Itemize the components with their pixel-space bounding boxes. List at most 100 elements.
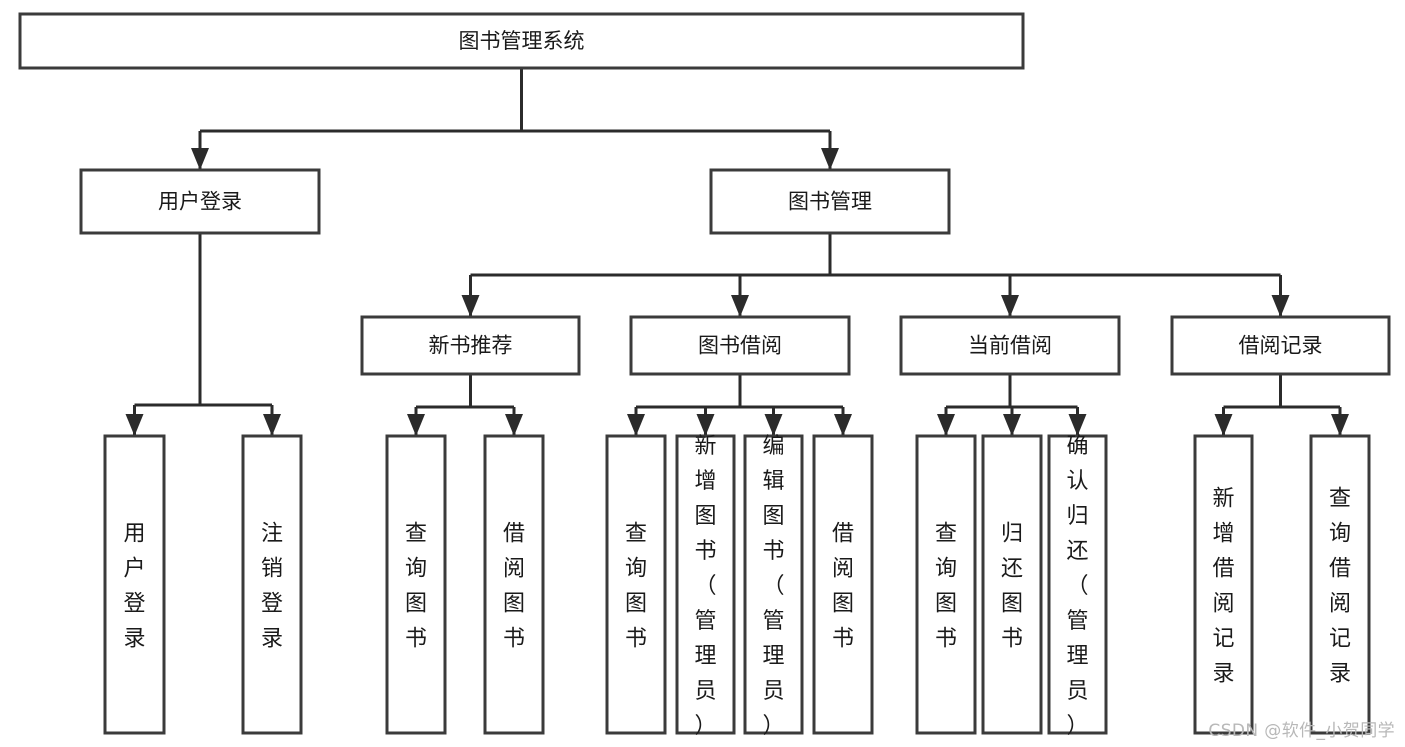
node-label-leaf-add-book-admin-char-2: 图 xyxy=(694,504,716,529)
node-user-login[interactable]: 用户登录 xyxy=(79,168,321,235)
node-label-leaf-query-book-current-char-2: 图 xyxy=(935,592,957,617)
node-label-leaf-logout-char-1: 销 xyxy=(261,557,283,582)
node-label-leaf-borrow-book-char-0: 借 xyxy=(832,522,854,547)
node-label-leaf-query-book-recommend-char-3: 书 xyxy=(405,627,427,652)
node-label-leaf-add-book-admin-char-8: ） xyxy=(694,714,716,739)
node-label-leaf-add-book-admin-char-5: 管 xyxy=(694,609,716,634)
node-label-leaf-confirm-return-admin-char-6: 理 xyxy=(1066,644,1088,669)
node-box-borrow-record[interactable] xyxy=(1170,315,1391,376)
node-label-book-borrow: 图书借阅 xyxy=(698,334,782,358)
node-current-borrow[interactable]: 当前借阅 xyxy=(899,315,1121,376)
node-label-current-borrow: 当前借阅 xyxy=(968,334,1052,358)
node-box-leaf-query-book-current[interactable] xyxy=(915,434,977,735)
node-label-leaf-query-borrow-record-char-4: 记 xyxy=(1329,627,1351,652)
arrow-head-icon-current-borrow xyxy=(1001,295,1019,317)
node-label-leaf-query-book-borrow-char-2: 图 xyxy=(625,592,647,617)
arrow-head-icon-leaf-logout xyxy=(263,414,281,436)
node-label-leaf-edit-book-admin-char-5: 管 xyxy=(762,609,784,634)
node-box-current-borrow[interactable] xyxy=(899,315,1121,376)
node-label-leaf-confirm-return-admin-char-7: 员 xyxy=(1066,679,1088,704)
node-label-leaf-query-book-borrow-char-3: 书 xyxy=(625,627,647,652)
node-label-leaf-borrow-book-recommend-char-2: 图 xyxy=(503,592,525,617)
node-label-leaf-edit-book-admin-char-7: 员 xyxy=(762,679,784,704)
node-label-leaf-user-login-char-0: 用 xyxy=(123,522,145,547)
node-label-leaf-add-borrow-record-char-5: 录 xyxy=(1212,662,1234,687)
node-box-leaf-user-login[interactable] xyxy=(103,434,166,735)
node-label-leaf-confirm-return-admin-char-2: 归 xyxy=(1066,504,1088,529)
node-book-management[interactable]: 图书管理 xyxy=(709,168,951,235)
node-box-leaf-confirm-return-admin[interactable] xyxy=(1047,434,1108,735)
node-label-leaf-borrow-book-recommend-char-1: 阅 xyxy=(503,557,525,582)
node-label-leaf-add-book-admin-char-1: 增 xyxy=(694,469,716,494)
node-label-leaf-logout-char-3: 录 xyxy=(261,627,283,652)
node-label-leaf-add-borrow-record-char-0: 新 xyxy=(1212,487,1234,512)
arrow-head-icon-leaf-borrow-book-recommend xyxy=(505,414,523,436)
node-box-book-management[interactable] xyxy=(709,168,951,235)
node-label-new-book-recommend: 新书推荐 xyxy=(429,334,513,358)
arrow-head-icon-leaf-query-book-current xyxy=(937,414,955,436)
node-box-leaf-add-book-admin[interactable] xyxy=(675,434,736,735)
node-book-borrow[interactable]: 图书借阅 xyxy=(629,315,851,376)
node-box-user-login[interactable] xyxy=(79,168,321,235)
node-label-leaf-edit-book-admin-char-4: （ xyxy=(762,574,784,599)
arrow-head-icon-book-management xyxy=(821,148,839,170)
node-label-leaf-return-book-char-1: 还 xyxy=(1001,557,1023,582)
node-label-leaf-edit-book-admin-char-1: 辑 xyxy=(762,469,784,494)
node-new-book-recommend[interactable]: 新书推荐 xyxy=(360,315,581,376)
arrow-head-icon-book-borrow xyxy=(731,295,749,317)
node-box-leaf-query-book-borrow[interactable] xyxy=(605,434,667,735)
node-box-new-book-recommend[interactable] xyxy=(360,315,581,376)
node-label-leaf-return-book-char-0: 归 xyxy=(1001,522,1023,547)
node-label-leaf-edit-book-admin-char-8: ） xyxy=(762,714,784,739)
node-layer: 图书管理系统用户登录图书管理新书推荐图书借阅当前借阅借阅记录用户登录注销登录查询… xyxy=(18,12,1391,739)
node-box-leaf-borrow-book[interactable] xyxy=(812,434,874,735)
node-box-root[interactable] xyxy=(18,12,1025,70)
node-box-leaf-borrow-book-recommend[interactable] xyxy=(483,434,545,735)
node-label-leaf-query-borrow-record-char-0: 查 xyxy=(1329,487,1351,512)
node-box-leaf-query-book-recommend[interactable] xyxy=(385,434,447,735)
node-label-leaf-query-borrow-record-char-2: 借 xyxy=(1329,557,1351,582)
arrow-head-icon-leaf-add-book-admin xyxy=(696,414,715,436)
node-label-leaf-borrow-book-recommend-char-0: 借 xyxy=(503,522,525,547)
node-box-leaf-add-borrow-record[interactable] xyxy=(1193,434,1254,735)
node-label-leaf-edit-book-admin-char-3: 书 xyxy=(762,539,784,564)
node-label-leaf-confirm-return-admin-char-5: 管 xyxy=(1066,609,1088,634)
node-label-leaf-query-book-current-char-0: 查 xyxy=(935,522,957,547)
arrow-head-icon-leaf-edit-book-admin xyxy=(764,414,783,436)
node-root[interactable]: 图书管理系统 xyxy=(18,12,1025,70)
node-label-leaf-add-book-admin-char-4: （ xyxy=(694,574,716,599)
node-box-leaf-return-book[interactable] xyxy=(981,434,1043,735)
node-box-leaf-query-borrow-record[interactable] xyxy=(1309,434,1371,735)
arrow-head-icon-leaf-confirm-return-admin xyxy=(1068,414,1087,436)
node-label-leaf-add-book-admin-char-3: 书 xyxy=(694,539,716,564)
node-box-book-borrow[interactable] xyxy=(629,315,851,376)
arrow-head-icon-leaf-add-borrow-record xyxy=(1214,414,1233,436)
node-box-leaf-edit-book-admin[interactable] xyxy=(743,434,804,735)
node-label-book-management: 图书管理 xyxy=(788,190,872,214)
node-borrow-record[interactable]: 借阅记录 xyxy=(1170,315,1391,376)
arrow-head-icon-leaf-query-book-borrow xyxy=(627,414,645,436)
node-box-leaf-logout[interactable] xyxy=(241,434,303,735)
node-label-leaf-add-borrow-record-char-4: 记 xyxy=(1212,627,1234,652)
node-label-leaf-confirm-return-admin-char-8: ） xyxy=(1066,714,1088,739)
node-label-leaf-user-login-char-1: 户 xyxy=(123,557,145,582)
node-label-leaf-query-book-recommend-char-1: 询 xyxy=(405,557,427,582)
node-label-leaf-return-book-char-3: 书 xyxy=(1001,627,1023,652)
node-label-leaf-logout-char-2: 登 xyxy=(261,592,283,617)
node-label-leaf-user-login-char-2: 登 xyxy=(123,592,145,617)
node-leaf-user-login[interactable]: 用户登录 xyxy=(103,434,166,735)
node-label-leaf-query-borrow-record-char-5: 录 xyxy=(1329,662,1351,687)
